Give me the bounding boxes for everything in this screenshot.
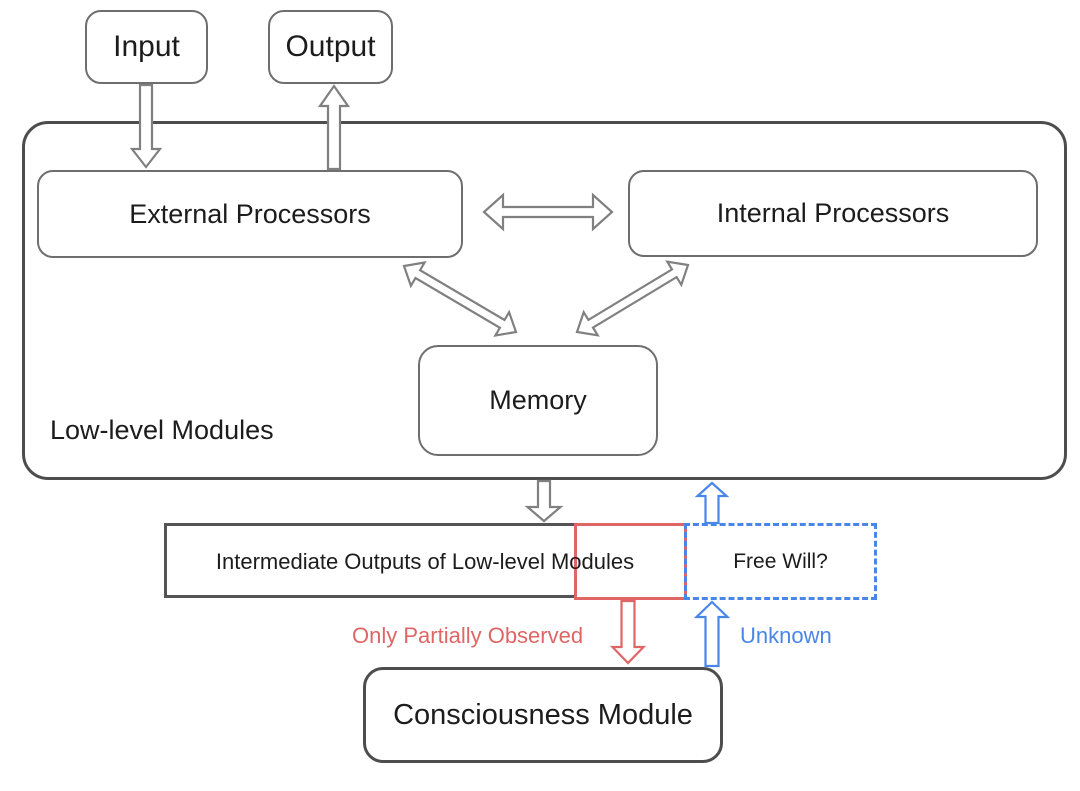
internal-processors-node: Internal Processors (628, 170, 1038, 257)
consciousness-module-label: Consciousness Module (393, 698, 693, 731)
free-will-label: Free Will? (733, 549, 828, 573)
intermediate-outputs-node (164, 523, 577, 598)
input-node: Input (85, 10, 208, 84)
output-node: Output (268, 10, 393, 84)
memory-label: Memory (489, 385, 587, 415)
partially-observed-region (574, 523, 687, 600)
intermediate-outputs-label: Intermediate Outputs of Low-level Module… (215, 548, 635, 574)
output-label: Output (285, 30, 376, 63)
low-level-modules-label: Low-level Modules (50, 415, 274, 445)
only-partially-observed-label: Only Partially Observed (352, 623, 584, 648)
arrow-consciousness-to-freewill-up (693, 600, 731, 668)
arrow-partially-observed-down (609, 599, 647, 665)
consciousness-module-node: Consciousness Module (363, 667, 723, 763)
memory-node: Memory (418, 345, 658, 456)
external-processors-node: External Processors (37, 170, 463, 258)
external-processors-label: External Processors (129, 198, 371, 229)
free-will-node: Free Will? (684, 523, 877, 600)
arrow-lowlevel-to-intermediate (524, 479, 564, 523)
input-label: Input (113, 30, 180, 63)
internal-processors-label: Internal Processors (716, 198, 950, 228)
unknown-label: Unknown (740, 623, 832, 648)
arrow-freewill-to-lowlevel-up (694, 481, 730, 525)
